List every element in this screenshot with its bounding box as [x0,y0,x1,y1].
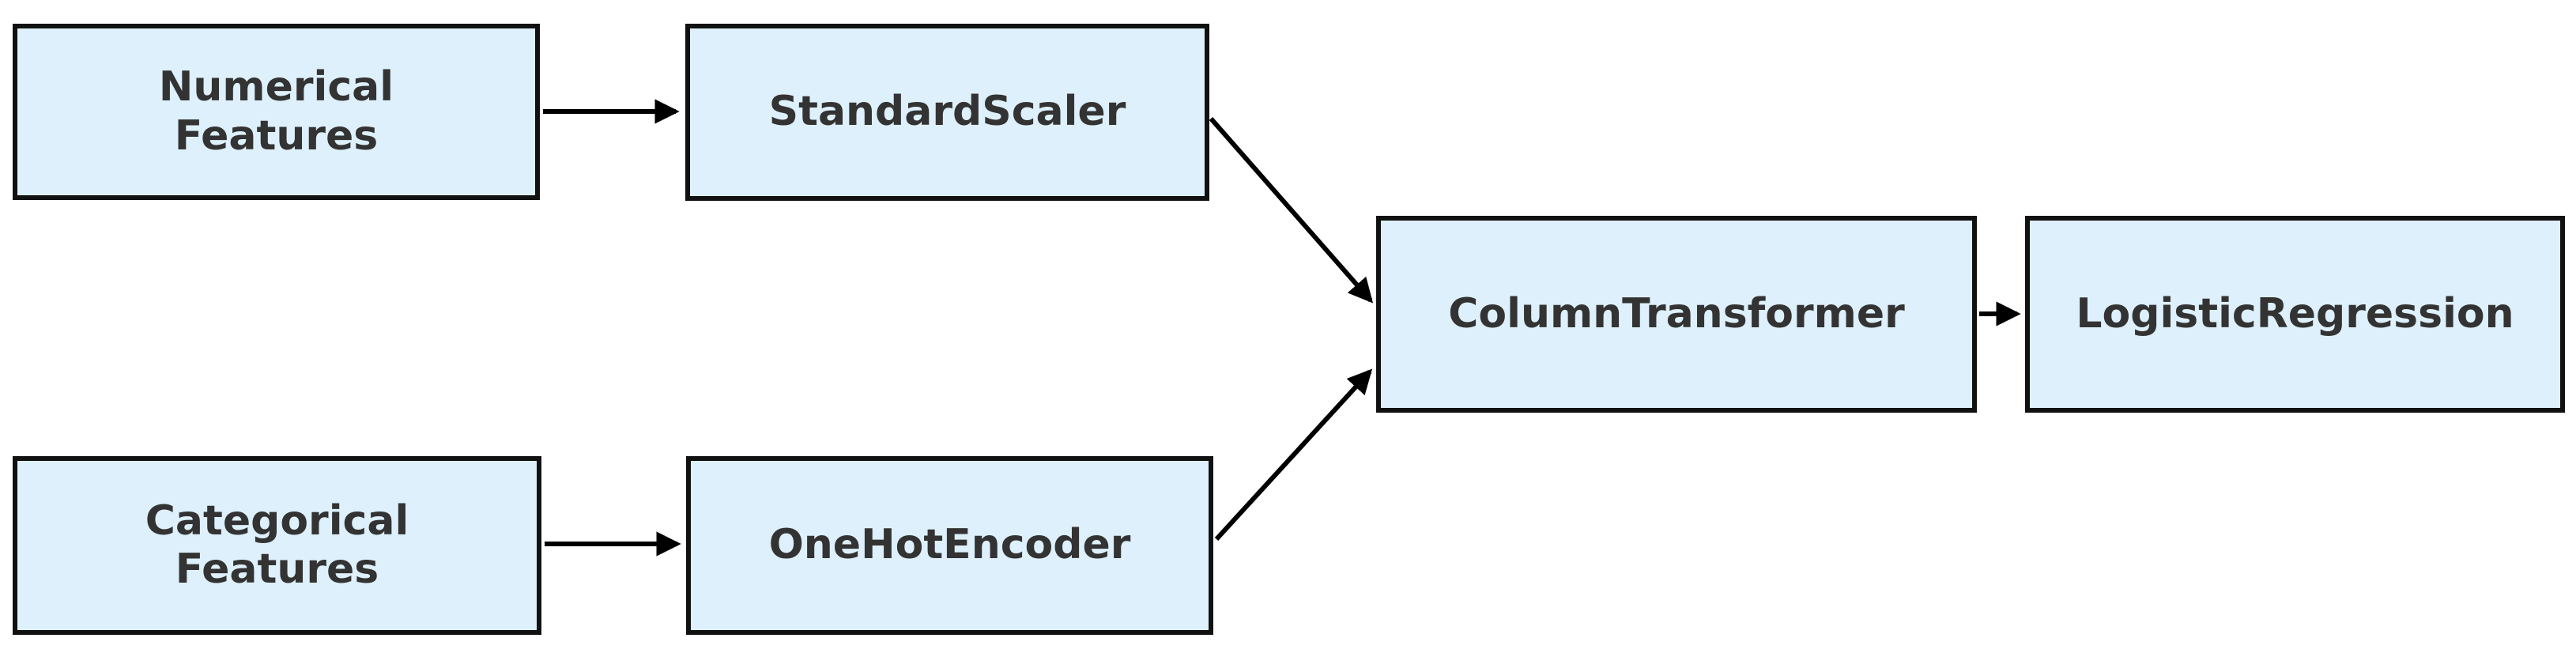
node-standard-scaler: StandardScaler [685,24,1209,201]
node-logistic-regression: LogisticRegression [2025,216,2565,413]
node-numerical-features: Numerical Features [13,24,540,200]
node-categorical-features: Categorical Features [13,456,541,635]
node-one-hot-encoder: OneHotEncoder [686,456,1213,635]
node-column-transformer: ColumnTransformer [1376,216,1977,413]
edge-onehot-to-columntransformer [1214,368,1373,542]
edge-scaler-to-columntransformer [1209,117,1374,304]
